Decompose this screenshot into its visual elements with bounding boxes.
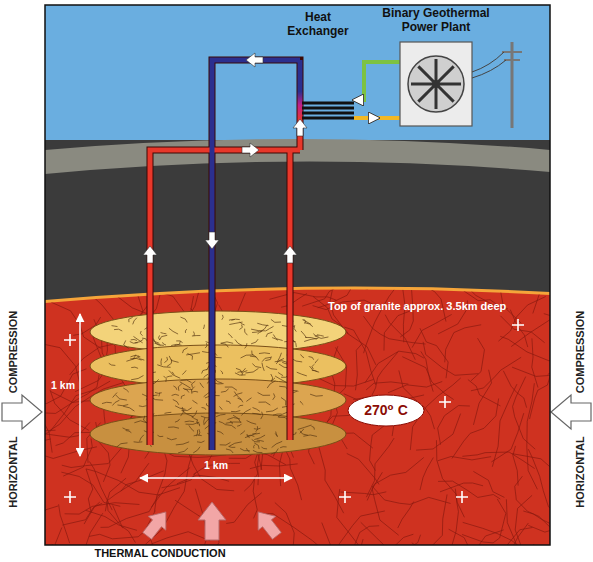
- power-plant-unit: [400, 42, 472, 126]
- sediment-layer: [45, 140, 550, 310]
- fluid-loop: [354, 62, 378, 100]
- dimension-label: 1 km: [51, 380, 75, 392]
- frame: [45, 5, 550, 545]
- heat-exchanger: Heat Exchanger: [282, 8, 354, 126]
- fractured-reservoir: [90, 311, 346, 455]
- heat-flow-arrow: [138, 502, 285, 543]
- fluid-loop: [354, 116, 378, 120]
- well-pipe: [150, 60, 300, 450]
- pipe-outline: [150, 60, 300, 450]
- stress-label: HORIZONTAL: [574, 436, 586, 507]
- dimension-arrow: [140, 477, 292, 479]
- dimension-label: 1 km: [204, 460, 228, 472]
- flow-arrow: [143, 53, 307, 263]
- compression-arrow: [2, 395, 42, 429]
- heat-exchanger-plates: [302, 103, 354, 118]
- sky: [45, 5, 550, 175]
- node-text: 270⁰ C: [364, 402, 408, 418]
- node-text: Binary Geothermal Power Plant: [378, 7, 494, 35]
- granite-cracks: [0, 243, 593, 562]
- node-text: Heat Exchanger: [282, 11, 354, 39]
- dimension-arrow: [79, 314, 81, 456]
- compression-arrow: [551, 395, 591, 429]
- pipe-stub: [376, 116, 402, 120]
- granite-symbol: [64, 319, 524, 503]
- temperature-ellipse: 270⁰ C: [347, 394, 425, 427]
- stress-label: COMPRESSION: [574, 311, 586, 394]
- granite: [45, 290, 550, 545]
- pipe-stub: [376, 60, 402, 64]
- process-label: THERMAL CONDUCTION: [94, 547, 225, 559]
- power-pole: [472, 42, 522, 128]
- stress-label: HORIZONTAL: [7, 436, 19, 507]
- stress-label: COMPRESSION: [7, 311, 19, 394]
- power-plant: Binary Geothermal Power Plant: [378, 4, 494, 128]
- depth-note: Top of granite approx. 3.5km deep: [328, 300, 506, 312]
